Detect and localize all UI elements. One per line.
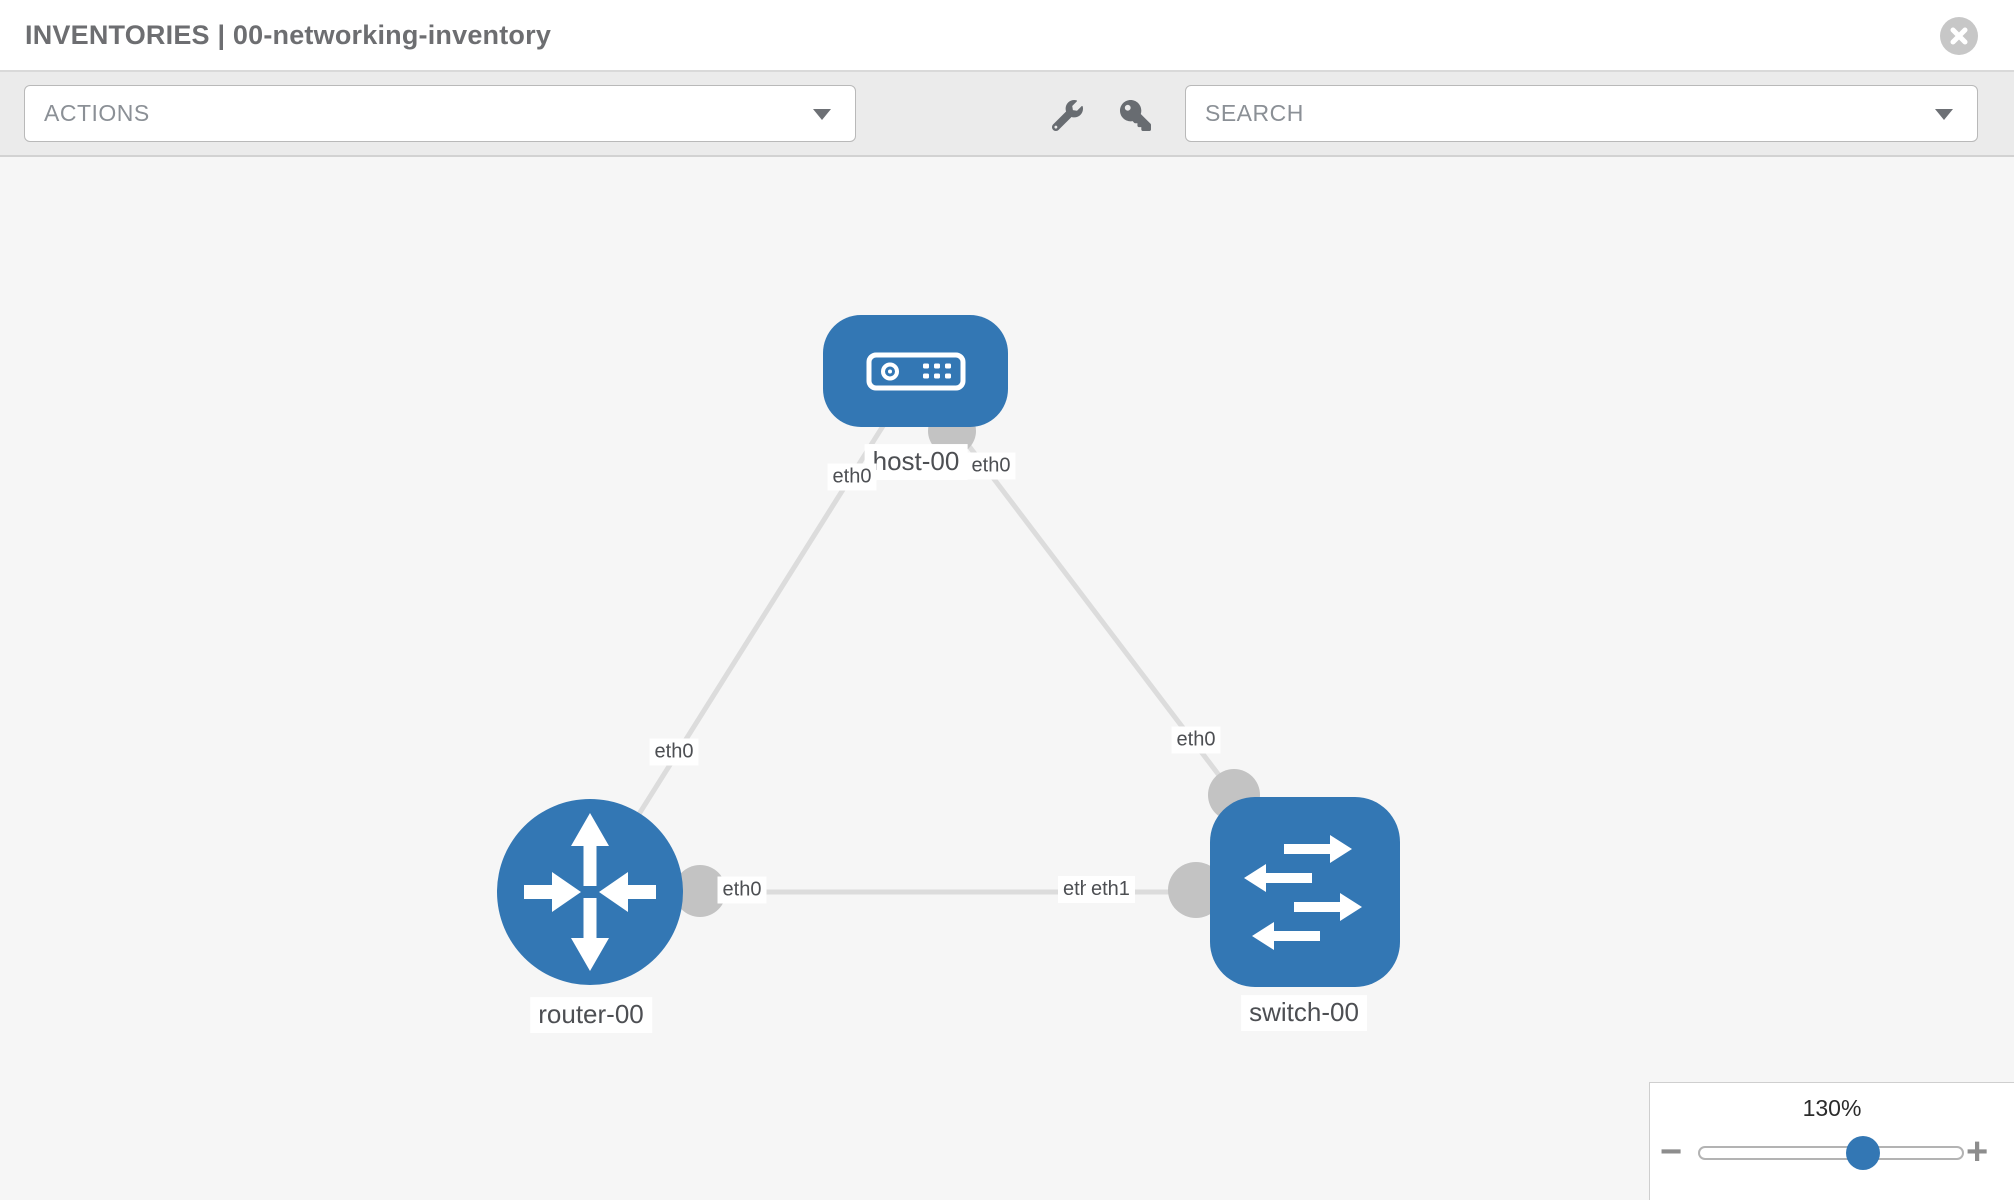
interface-label-router-to-switch: eth0 [717, 876, 767, 904]
zoom-panel: 130% − + [1649, 1082, 2014, 1200]
chevron-down-icon [1935, 108, 1953, 120]
host-icon [866, 352, 966, 391]
zoom-slider-track[interactable] [1698, 1136, 1964, 1170]
toolbar: ACTIONS SEARCH [0, 72, 2014, 157]
switch-icon [1244, 835, 1362, 950]
node-host-00[interactable] [823, 315, 1008, 427]
wrench-icon [1051, 99, 1083, 131]
node-label-host: host-00 [864, 444, 968, 480]
chevron-down-icon [813, 108, 831, 120]
search-dropdown-label: SEARCH [1205, 100, 1304, 126]
node-router-00[interactable] [497, 799, 683, 985]
close-icon [1950, 27, 1968, 45]
search-dropdown[interactable]: SEARCH [1185, 85, 1978, 142]
zoom-level: 130% [1802, 1095, 1862, 1121]
interface-label-router-to-host: eth0 [649, 738, 699, 766]
actions-dropdown-label: ACTIONS [44, 100, 150, 126]
credentials-button[interactable] [1113, 93, 1157, 137]
zoom-slider: − + [1650, 1133, 2014, 1173]
router-icon [524, 813, 656, 971]
link-host-router[interactable] [587, 373, 918, 894]
node-label-router: router-00 [530, 997, 652, 1033]
tools-button[interactable] [1045, 93, 1089, 137]
interface-label-switch-to-host: eth0 [1171, 726, 1221, 754]
zoom-in-button[interactable]: + [1966, 1131, 1989, 1173]
zoom-slider-thumb[interactable] [1846, 1136, 1880, 1170]
node-label-switch: switch-00 [1241, 995, 1367, 1031]
key-icon [1119, 99, 1151, 131]
interface-label-host-to-router: eth0 [827, 463, 877, 491]
actions-dropdown[interactable]: ACTIONS [24, 85, 856, 142]
page-title: INVENTORIES | 00-networking-inventory [25, 19, 552, 50]
interface-label-host-to-switch: eth0 [966, 452, 1016, 480]
zoom-out-button[interactable]: − [1660, 1131, 1683, 1173]
interface-label-switch-to-router: eth1 [1086, 876, 1135, 903]
interface-endpoint [674, 865, 726, 917]
node-switch-00[interactable] [1210, 797, 1400, 987]
header: INVENTORIES | 00-networking-inventory [0, 0, 2014, 72]
topology-canvas [0, 157, 2014, 1200]
close-button[interactable] [1940, 17, 1978, 55]
